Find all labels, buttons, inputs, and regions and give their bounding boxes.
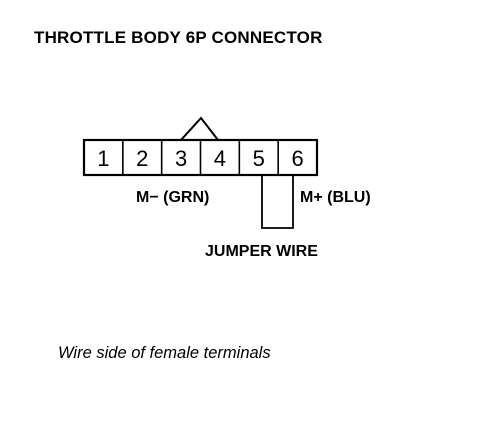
connector-lock-tab: [180, 116, 219, 141]
jumper-wire-label: JUMPER WIRE: [205, 243, 318, 260]
pin-numbers: 1 2 3 4 5 6: [97, 146, 303, 171]
pin-number-5: 5: [253, 146, 265, 171]
pin-number-3: 3: [175, 146, 187, 171]
pin-number-1: 1: [97, 146, 109, 171]
pin-number-2: 2: [136, 146, 148, 171]
diagram-title: THROTTLE BODY 6P CONNECTOR: [34, 28, 323, 47]
caption: Wire side of female terminals: [58, 344, 271, 362]
pin-number-6: 6: [291, 146, 303, 171]
jumper-wire: [261, 175, 294, 229]
m-plus-label: M+ (BLU): [300, 189, 371, 206]
m-minus-label: M− (GRN): [136, 189, 209, 206]
pin-number-4: 4: [214, 146, 226, 171]
pin-dividers: [122, 140, 279, 175]
